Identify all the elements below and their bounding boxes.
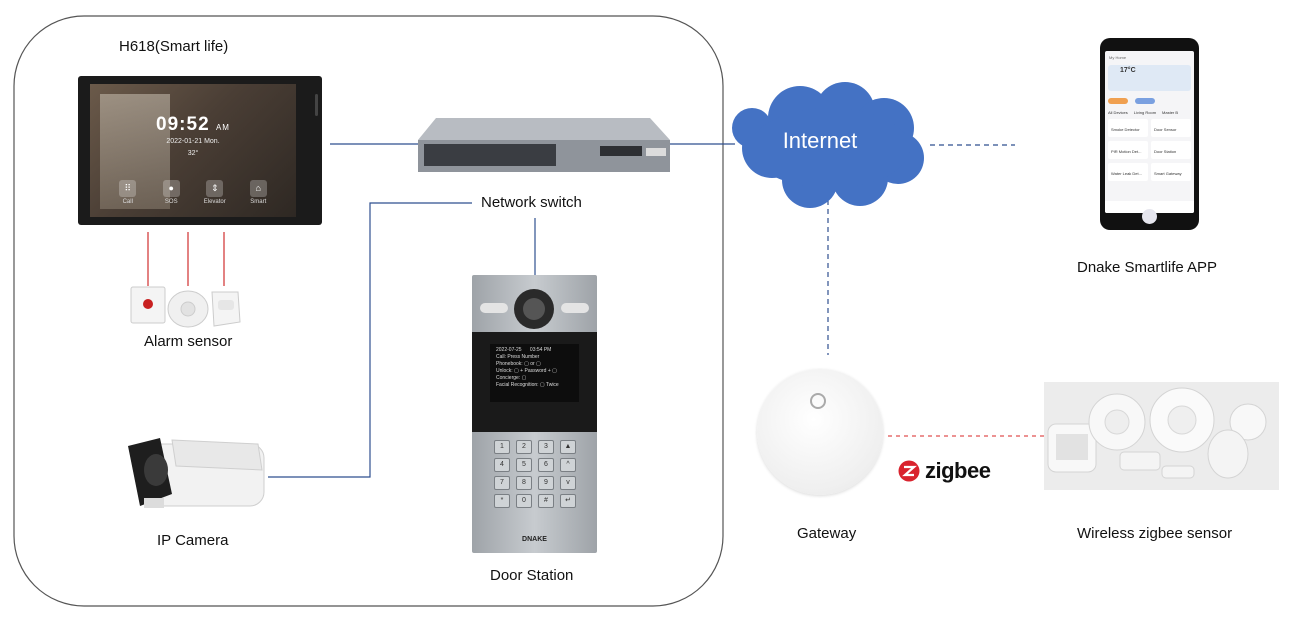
internet-label: Internet bbox=[782, 128, 858, 153]
app-label: Dnake Smartlife APP bbox=[1077, 259, 1218, 276]
door-key[interactable]: # bbox=[538, 494, 554, 508]
door-station-device: 2022-07-25 03:54 PM Call: Press Number P… bbox=[472, 275, 597, 553]
ip-camera-label: IP Camera bbox=[157, 532, 229, 549]
app-sos-label: SOS bbox=[164, 199, 178, 205]
door-station-label: Door Station bbox=[490, 567, 574, 584]
zigbee-logo: zigbee bbox=[898, 458, 991, 484]
app-bottom-nav bbox=[1105, 201, 1194, 213]
gateway-label: Gateway bbox=[797, 525, 857, 542]
panel-app-icons: ⠿ Call ● SOS ⇕ Elevator ⌂ Smart bbox=[90, 180, 296, 205]
h618-label: H618(Smart life) bbox=[119, 38, 229, 55]
door-key[interactable]: 6 bbox=[538, 458, 554, 472]
app-tabs: All Devices Living Room Master B bbox=[1108, 110, 1178, 115]
time-value: 09:52 bbox=[156, 114, 210, 135]
app-tab[interactable]: All Devices bbox=[1108, 110, 1128, 115]
zigbee-text: zigbee bbox=[925, 458, 991, 483]
smart-home-icon: ⌂ bbox=[249, 180, 267, 197]
weather-card bbox=[1108, 65, 1191, 91]
door-key[interactable]: 3 bbox=[538, 440, 554, 454]
gateway-button bbox=[810, 393, 826, 409]
app-elevator-label: Elevator bbox=[203, 199, 226, 205]
app-tab[interactable]: Master B bbox=[1162, 110, 1179, 115]
door-screen: 2022-07-25 03:54 PM Call: Press Number P… bbox=[490, 344, 579, 402]
app-header: My Home bbox=[1109, 55, 1127, 60]
panel-side-button bbox=[315, 94, 318, 116]
door-key[interactable]: ↵ bbox=[560, 494, 576, 508]
door-key[interactable]: * bbox=[494, 494, 510, 508]
app-smart-label: Smart bbox=[250, 199, 267, 205]
device-card[interactable]: Door Station bbox=[1151, 141, 1191, 159]
door-key[interactable]: 8 bbox=[516, 476, 532, 490]
alarm-sensor-devices bbox=[130, 286, 241, 328]
app-sos[interactable]: ● SOS bbox=[151, 180, 191, 205]
network-switch-label: Network switch bbox=[481, 194, 582, 211]
smartphone-device: My Home 17°C All Devices Living Room Mas… bbox=[1100, 38, 1199, 230]
zigbee-icon bbox=[898, 460, 920, 482]
door-camera-head bbox=[480, 289, 589, 329]
door-line: Call: Press Number bbox=[496, 354, 540, 360]
door-datetime: 2022-07-25 03:54 PM bbox=[496, 347, 579, 353]
app-pill-orange bbox=[1108, 98, 1128, 104]
door-date: 2022-07-25 bbox=[496, 347, 522, 353]
h618-screen: 09:52 AM 2022-01-21 Mon. 32° ⠿ Call ● SOS … bbox=[90, 84, 296, 217]
keypad-icon: ⠿ bbox=[119, 180, 137, 197]
door-key[interactable]: 1 bbox=[494, 440, 510, 454]
door-key[interactable]: ▲ bbox=[560, 440, 576, 454]
wire-camera-switch bbox=[268, 202, 472, 478]
time-ampm: AM bbox=[215, 123, 230, 132]
elevator-icon: ⇕ bbox=[206, 180, 224, 197]
door-key[interactable]: ^ bbox=[560, 458, 576, 472]
wireless-sensor-label: Wireless zigbee sensor bbox=[1077, 525, 1233, 542]
door-key[interactable]: 4 bbox=[494, 458, 510, 472]
door-line: Phonebook: ▢ or ▢ bbox=[496, 361, 541, 367]
alarm-sensor-label: Alarm sensor bbox=[144, 333, 233, 350]
door-line: Facial Recognition: ▢ Twice bbox=[496, 382, 559, 388]
door-key[interactable]: 0 bbox=[516, 494, 532, 508]
h618-indoor-monitor: 09:52 AM 2022-01-21 Mon. 32° ⠿ Call ● SOS … bbox=[78, 76, 322, 225]
clock-time: 09:52 AM bbox=[90, 114, 296, 136]
internet-cloud bbox=[732, 82, 924, 208]
door-key[interactable]: 2 bbox=[516, 440, 532, 454]
screen-background bbox=[100, 94, 170, 209]
home-button[interactable] bbox=[1142, 209, 1157, 224]
door-time: 03:54 PM bbox=[529, 347, 552, 353]
door-line: Unlock: ▢ + Password + ▢ bbox=[496, 368, 557, 374]
app-call[interactable]: ⠿ Call bbox=[108, 180, 148, 205]
door-key[interactable]: 5 bbox=[516, 458, 532, 472]
device-card[interactable]: Door Sensor bbox=[1151, 119, 1191, 137]
app-smart[interactable]: ⌂ Smart bbox=[238, 180, 278, 205]
door-brand: DNAKE bbox=[522, 536, 547, 543]
smartlife-app-screen: My Home 17°C All Devices Living Room Mas… bbox=[1105, 51, 1194, 213]
device-card[interactable]: Water Leak Det... bbox=[1108, 163, 1148, 181]
app-call-label: Call bbox=[122, 199, 133, 205]
clock-date: 2022-01-21 Mon. bbox=[166, 138, 220, 145]
app-elevator[interactable]: ⇕ Elevator bbox=[195, 180, 235, 205]
app-pill-blue bbox=[1135, 98, 1155, 104]
device-card[interactable]: Smoke Detector bbox=[1108, 119, 1148, 137]
door-key[interactable]: v bbox=[560, 476, 576, 490]
ip-camera-device bbox=[128, 438, 265, 508]
device-card[interactable]: PIR Motion Det... bbox=[1108, 141, 1148, 159]
door-key[interactable]: 7 bbox=[494, 476, 510, 490]
door-line: Concierge: ▢ bbox=[496, 375, 527, 381]
device-card[interactable]: Smart Gateway bbox=[1151, 163, 1191, 181]
network-switch-device bbox=[418, 118, 670, 172]
door-key[interactable]: 9 bbox=[538, 476, 554, 490]
local-network-boundary bbox=[13, 15, 724, 607]
sos-icon: ● bbox=[162, 180, 180, 197]
app-tab[interactable]: Living Room bbox=[1133, 110, 1157, 115]
zigbee-sensor-devices bbox=[1044, 382, 1279, 490]
app-temp: 17°C bbox=[1120, 67, 1136, 74]
zigbee-gateway-device bbox=[757, 369, 883, 495]
weather-temp: 32° bbox=[187, 150, 199, 157]
